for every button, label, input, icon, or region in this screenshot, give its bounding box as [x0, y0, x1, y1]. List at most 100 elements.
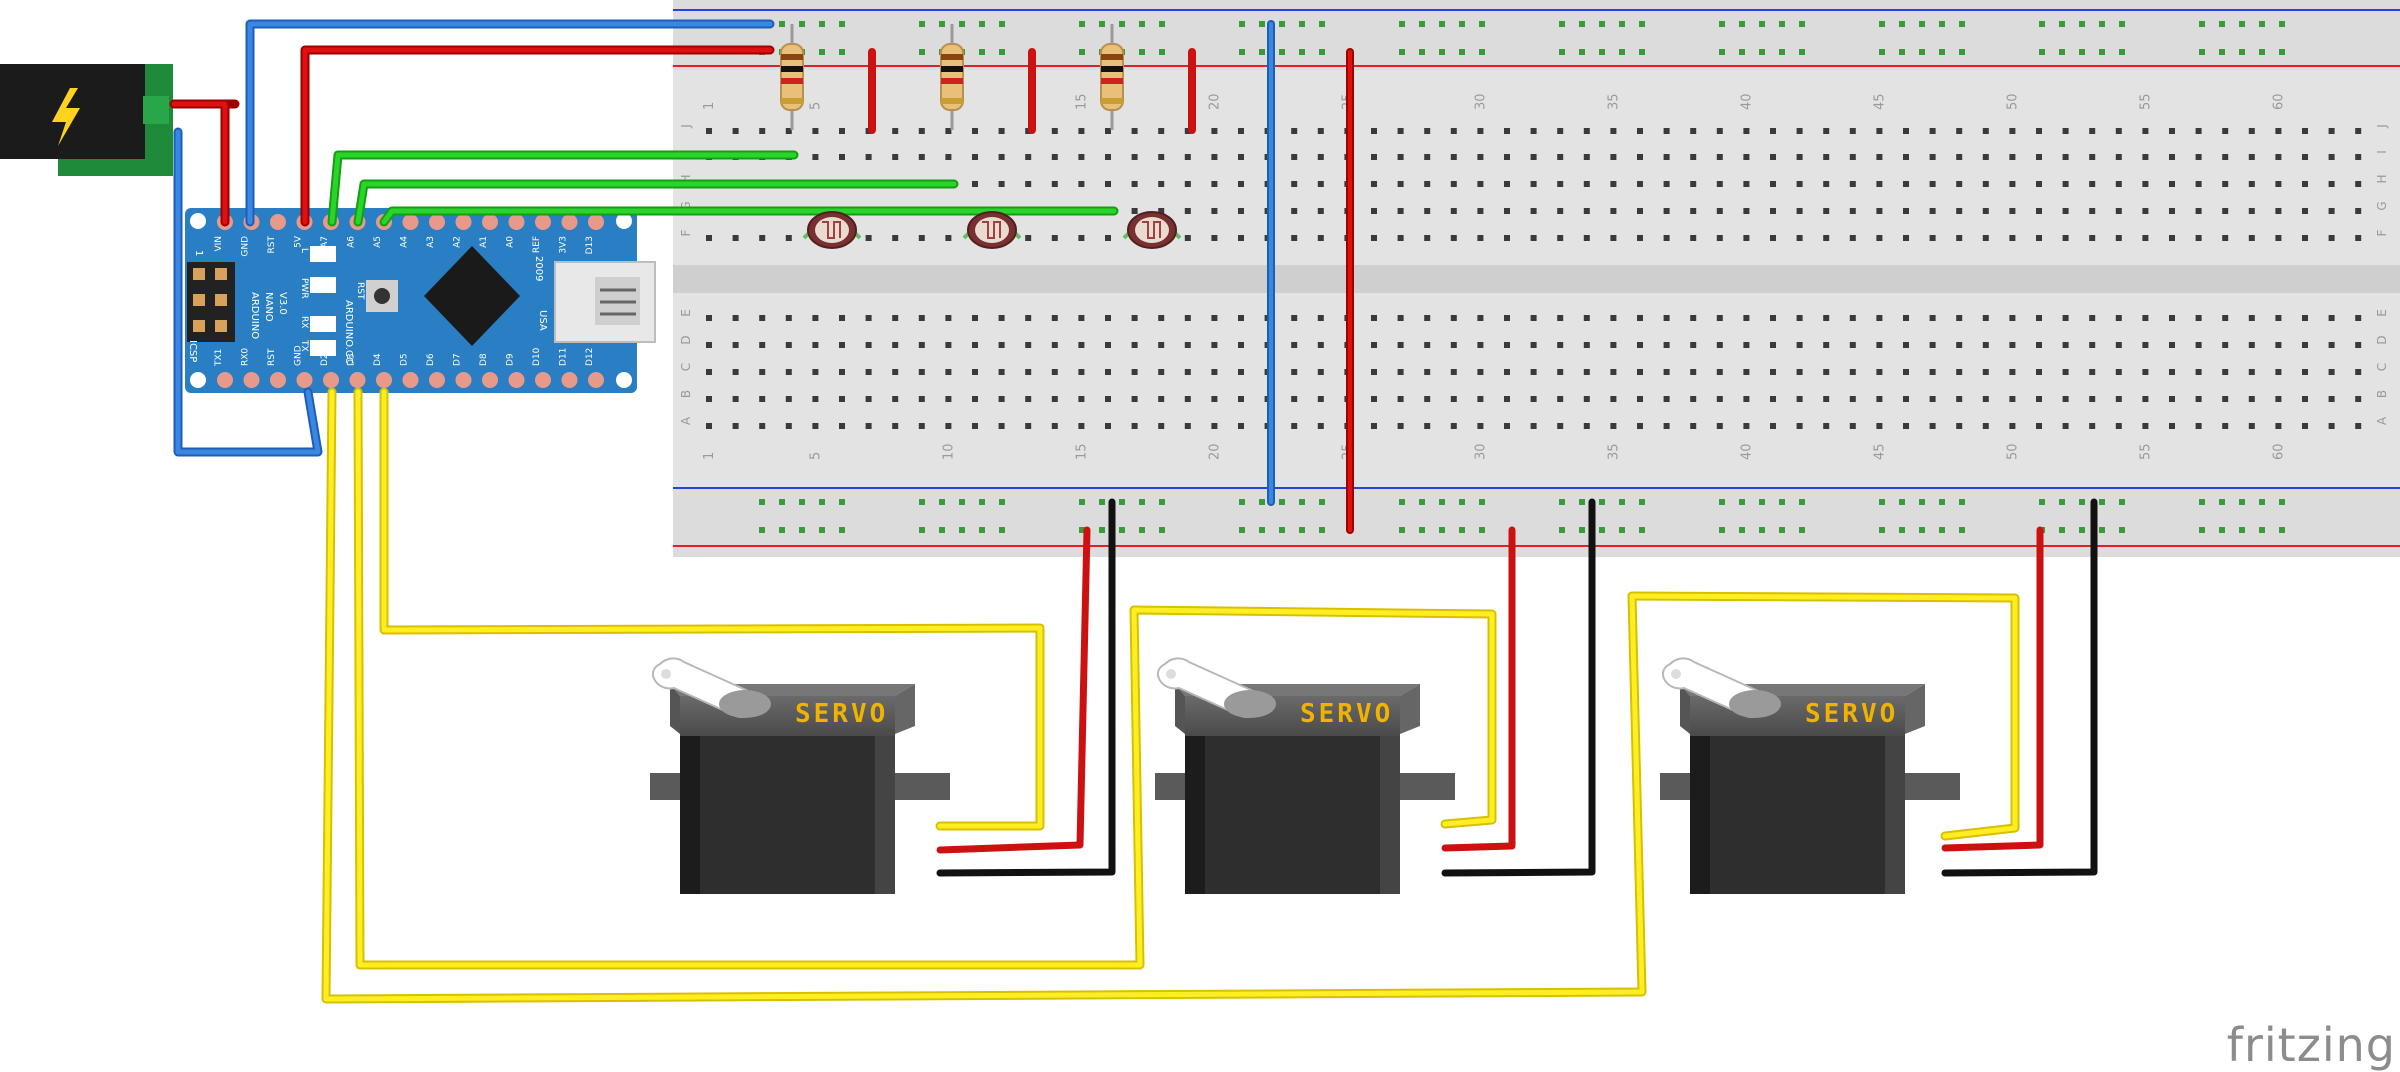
header-pin[interactable] [402, 214, 419, 230]
breadboard-hole [2248, 342, 2255, 348]
row-letter: H [679, 174, 693, 183]
header-pin[interactable] [429, 372, 445, 388]
rail-hole [819, 499, 825, 505]
column-number: 35 [1606, 443, 1621, 460]
breadboard-hole [2355, 423, 2362, 429]
header-pin[interactable] [561, 372, 578, 388]
row-letter: E [2375, 309, 2389, 317]
breadboard-hole [2009, 342, 2016, 348]
breadboard-hole [1823, 181, 1830, 187]
breadboard-hole [972, 181, 978, 187]
column-number: 50 [2005, 93, 2020, 110]
rail-hole [1259, 499, 1265, 505]
breadboard-hole [998, 423, 1005, 429]
rail-hole [2279, 527, 2285, 533]
rail-hole [2239, 49, 2245, 55]
breadboard-hole [2115, 423, 2122, 429]
breadboard-hole [2089, 235, 2096, 241]
breadboard-hole [1477, 181, 1484, 187]
breadboard-hole [2248, 181, 2255, 187]
breadboard-hole [1051, 235, 1058, 241]
breadboard-hole [1051, 181, 1058, 187]
header-pin[interactable] [588, 214, 604, 230]
header-pin[interactable] [270, 372, 286, 388]
breadboard-hole [1929, 128, 1936, 134]
breadboard-hole [1583, 181, 1590, 187]
breadboard-hole [972, 423, 978, 429]
rail-hole [779, 21, 785, 27]
rail-hole [1759, 21, 1765, 27]
header-pin[interactable] [323, 372, 339, 388]
header-pin[interactable] [376, 372, 392, 388]
breadboard-hole [2275, 423, 2282, 429]
rail-hole [2059, 499, 2065, 505]
arduino-silkscreen: ARDUINO NANO V3.0 2009 ARDUINO.CC USA IC… [187, 248, 548, 364]
breadboard-hole [892, 154, 899, 160]
breadboard-hole [1557, 208, 1564, 214]
breadboard-hole [2062, 369, 2069, 375]
breadboard-hole [1450, 154, 1457, 160]
rail-hole [1959, 527, 1965, 533]
breadboard-hole [2248, 369, 2255, 375]
rail-hole [779, 499, 785, 505]
rail-hole [2219, 21, 2225, 27]
header-pin[interactable] [508, 214, 525, 230]
breadboard-hole [1583, 342, 1590, 348]
breadboard-hole [1929, 208, 1936, 214]
reset-button-cap[interactable] [374, 288, 390, 304]
header-pin[interactable] [535, 214, 551, 230]
breadboard-hole [2195, 208, 2202, 214]
rail-hole [1259, 49, 1265, 55]
header-pin[interactable] [561, 214, 578, 230]
breadboard-hole [2062, 396, 2069, 402]
breadboard-hole [1716, 315, 1723, 321]
rail-hole [1459, 21, 1465, 27]
header-pin[interactable] [243, 372, 260, 388]
header-pin[interactable] [349, 372, 366, 388]
breadboard-hole [2115, 235, 2122, 241]
breadboard-hole [1849, 396, 1856, 402]
breadboard-hole [1317, 423, 1324, 429]
header-pin[interactable] [508, 372, 525, 388]
header-pin[interactable] [217, 372, 233, 388]
breadboard-hole [2169, 154, 2175, 160]
header-pin[interactable] [429, 214, 445, 230]
breadboard-hole [2169, 235, 2175, 241]
breadboard-hole [1450, 235, 1457, 241]
breadboard-hole [1238, 235, 1244, 241]
breadboard-hole [1371, 315, 1377, 321]
header-pin[interactable] [482, 372, 498, 388]
breadboard-hole [1184, 208, 1191, 214]
header-pin[interactable] [455, 214, 472, 230]
rail-hole [2099, 49, 2105, 55]
breadboard-hole [1397, 396, 1404, 402]
header-pin[interactable] [270, 214, 286, 230]
header-pin[interactable] [455, 372, 472, 388]
header-pin[interactable] [402, 372, 419, 388]
rail-hole [2059, 527, 2065, 533]
breadboard-hole [1530, 315, 1537, 321]
led-l-label: L [299, 248, 309, 253]
header-pin[interactable] [482, 214, 498, 230]
rail-hole [1279, 499, 1285, 505]
row-letter: F [679, 229, 693, 236]
breadboard-hole [1424, 423, 1431, 429]
rail-hole [1599, 49, 1605, 55]
header-pin[interactable] [296, 372, 313, 388]
breadboard-hole [1131, 342, 1138, 348]
breadboard-hole [1504, 154, 1510, 160]
column-number: 35 [1606, 93, 1621, 110]
breadboard-hole [1610, 423, 1617, 429]
breadboard-hole [1105, 154, 1111, 160]
header-pin[interactable] [535, 372, 551, 388]
breadboard-hole [2222, 423, 2229, 429]
header-pin[interactable] [588, 372, 604, 388]
rail-hole [1719, 21, 1725, 27]
breadboard-hole [2195, 423, 2202, 429]
breadboard-hole [1663, 154, 1670, 160]
breadboard-hole [2355, 181, 2362, 187]
breadboard-hole [1397, 181, 1404, 187]
breadboard-hole [865, 396, 872, 402]
led-tx [310, 340, 336, 356]
rail-hole [1319, 21, 1325, 27]
